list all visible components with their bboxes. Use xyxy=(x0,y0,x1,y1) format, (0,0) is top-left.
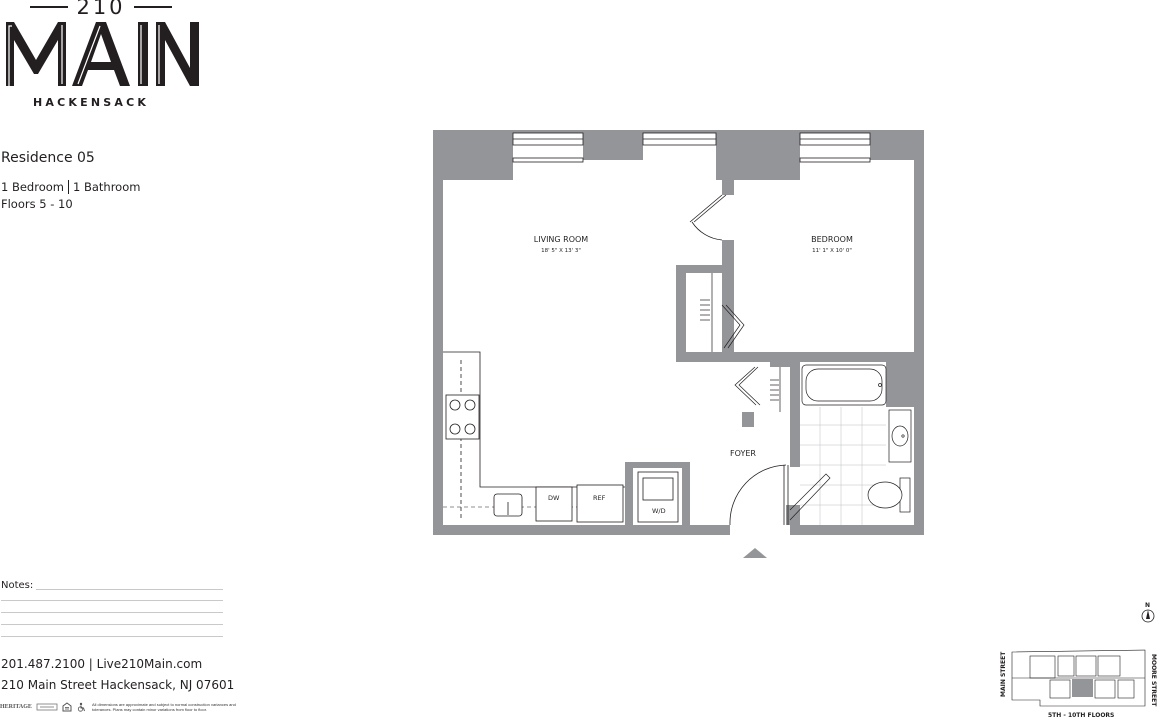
bedroom-closet xyxy=(700,273,745,352)
foyer-closet xyxy=(734,366,781,412)
residence-bedrooms: 1 Bedroom xyxy=(1,180,64,194)
entry-door xyxy=(729,464,789,526)
windows xyxy=(512,132,871,163)
key-plan: MAIN STREET MOORE STREET 5TH - 10TH FLOO… xyxy=(1000,649,1157,719)
note-line xyxy=(1,612,223,613)
bedroom-label: BEDROOM xyxy=(811,235,853,244)
notes-label: Notes: xyxy=(1,580,34,591)
heritage-logo: HERITAGE xyxy=(0,704,32,710)
residence-title: Residence 05 xyxy=(1,150,95,166)
residence-rooms: 1 Bedroom 1 Bathroom xyxy=(1,180,140,194)
walls xyxy=(433,130,924,535)
logo-dash-left xyxy=(30,6,69,8)
builder-logo-icon xyxy=(36,703,58,711)
living-room-dimensions: 18' 5" X 13' 3" xyxy=(541,248,581,254)
entry-arrow-icon xyxy=(743,548,767,558)
logo-main-wordmark xyxy=(0,16,204,90)
residence-separator xyxy=(68,180,69,194)
bedroom-dimensions: 11' 1" X 10' 0" xyxy=(812,248,852,254)
logo-city: HACKENSACK xyxy=(33,96,150,109)
north-label: N xyxy=(1145,602,1150,609)
residence-bathrooms: 1 Bathroom xyxy=(73,180,141,194)
accessibility-icon xyxy=(77,702,85,712)
note-line xyxy=(1,600,223,601)
logo-number: 210 xyxy=(30,0,172,18)
washer-dryer-label: W/D xyxy=(652,507,666,515)
note-line xyxy=(1,636,223,637)
contact-phone-web: 201.487.2100 | Live210Main.com xyxy=(1,657,203,671)
residence-floors: Floors 5 - 10 xyxy=(1,197,73,211)
key-plan-main-street: MAIN STREET xyxy=(1000,651,1007,697)
logo-main-svg xyxy=(6,22,199,86)
living-room-label: LIVING ROOM xyxy=(534,235,589,244)
note-line xyxy=(1,624,223,625)
key-plan-moore-street: MOORE STREET xyxy=(1150,654,1157,707)
note-line xyxy=(36,589,223,590)
foyer-label: FOYER xyxy=(730,449,756,458)
bathroom xyxy=(789,364,912,525)
equal-housing-icon xyxy=(62,702,72,712)
dishwasher-label: DW xyxy=(548,494,560,502)
key-plan-caption: 5TH - 10TH FLOORS xyxy=(1048,712,1114,719)
disclaimer-text: All dimensions are approximate and subje… xyxy=(92,702,236,712)
footer-logos: HERITAGE xyxy=(0,700,86,714)
logo-number-text: 210 xyxy=(76,0,126,19)
refrigerator-label: REF xyxy=(593,494,606,502)
logo-dash-right xyxy=(133,6,172,8)
kitchen xyxy=(443,351,679,523)
contact-address: 210 Main Street Hackensack, NJ 07601 xyxy=(1,678,235,692)
north-compass-icon: N xyxy=(1141,602,1155,623)
bedroom-door xyxy=(689,194,727,241)
